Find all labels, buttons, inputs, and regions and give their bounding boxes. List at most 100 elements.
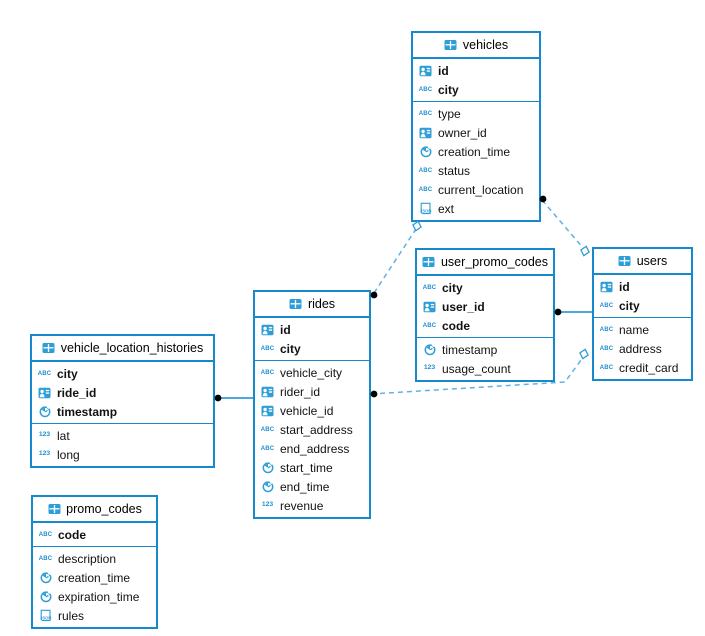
column-start_time[interactable]: start_time: [255, 458, 369, 477]
column-creation_time[interactable]: creation_time: [413, 142, 539, 161]
column-vehicle_id[interactable]: vehicle_id: [255, 401, 369, 420]
id-type-icon: [421, 301, 438, 313]
column-lat[interactable]: 123 lat: [32, 426, 213, 445]
table-icon: [289, 298, 303, 310]
column-city[interactable]: ABC city: [594, 296, 691, 315]
column-name: credit_card: [619, 360, 679, 375]
id-type-icon: [259, 386, 276, 398]
entity-header[interactable]: vehicles: [413, 33, 539, 59]
column-timestamp[interactable]: timestamp: [32, 402, 213, 421]
column-name: creation_time: [438, 144, 511, 159]
table-icon: [47, 503, 61, 515]
column-name: start_time: [280, 460, 333, 475]
entity-header[interactable]: user_promo_codes: [417, 250, 553, 276]
column-name: ride_id: [57, 385, 97, 400]
column-name: vehicle_city: [280, 365, 343, 380]
column-city[interactable]: ABC city: [255, 339, 369, 358]
column-expiration_time[interactable]: expiration_time: [33, 587, 156, 606]
time-type-icon: [36, 405, 53, 418]
relationship-diamond: [412, 220, 422, 232]
id-type-icon: [417, 65, 434, 77]
column-id[interactable]: id: [413, 61, 539, 80]
column-name: city: [280, 341, 301, 356]
id-type-icon: [36, 387, 53, 399]
column-id[interactable]: id: [594, 277, 691, 296]
column-rider_id[interactable]: rider_id: [255, 382, 369, 401]
column-id[interactable]: id: [255, 320, 369, 339]
text-type-icon: ABC: [422, 284, 437, 291]
text-type-icon: ABC: [260, 369, 275, 376]
column-vehicle_city[interactable]: ABC vehicle_city: [255, 363, 369, 382]
relationship-dot: [370, 390, 378, 398]
column-name: id: [438, 63, 449, 78]
column-name: end_address: [280, 441, 350, 456]
time-type-icon: [417, 145, 434, 158]
entity-header[interactable]: vehicle_location_histories: [32, 336, 213, 362]
entity-header[interactable]: users: [594, 249, 691, 275]
column-city[interactable]: ABC city: [417, 278, 553, 297]
column-name: address: [619, 341, 662, 356]
id-type-icon: [417, 127, 434, 139]
text-type-icon: ABC: [599, 326, 614, 333]
text-type-icon: ABC: [260, 345, 275, 352]
entity-header[interactable]: rides: [255, 292, 369, 318]
text-type-icon: ABC: [599, 364, 614, 371]
column-city[interactable]: ABC city: [32, 364, 213, 383]
text-type-icon: ABC: [37, 370, 52, 377]
column-name: city: [442, 280, 463, 295]
column-user_id[interactable]: user_id: [417, 297, 553, 316]
column-name: current_location: [438, 182, 524, 197]
column-name: usage_count: [442, 361, 511, 376]
table-icon: [444, 39, 458, 51]
entity-title: vehicle_location_histories: [60, 341, 204, 355]
column-name: city: [57, 366, 78, 381]
column-credit_card[interactable]: ABC credit_card: [594, 358, 691, 377]
column-name: long: [57, 447, 80, 462]
column-name: type: [438, 106, 461, 121]
column-name: city: [619, 298, 640, 313]
column-end_time[interactable]: end_time: [255, 477, 369, 496]
entity-title: vehicles: [462, 38, 509, 52]
number-type-icon: 123: [38, 431, 51, 439]
column-creation_time[interactable]: creation_time: [33, 568, 156, 587]
text-type-icon: ABC: [599, 302, 614, 309]
column-ride_id[interactable]: ride_id: [32, 383, 213, 402]
column-name: creation_time: [58, 570, 131, 585]
number-type-icon: 123: [261, 501, 274, 509]
column-name: owner_id: [438, 125, 487, 140]
column-current_location[interactable]: ABC current_location: [413, 180, 539, 199]
column-name: lat: [57, 428, 70, 443]
text-type-icon: ABC: [418, 186, 433, 193]
table-icon: [618, 255, 632, 267]
entity-header[interactable]: promo_codes: [33, 497, 156, 523]
column-owner_id[interactable]: owner_id: [413, 123, 539, 142]
column-timestamp[interactable]: timestamp: [417, 340, 553, 359]
